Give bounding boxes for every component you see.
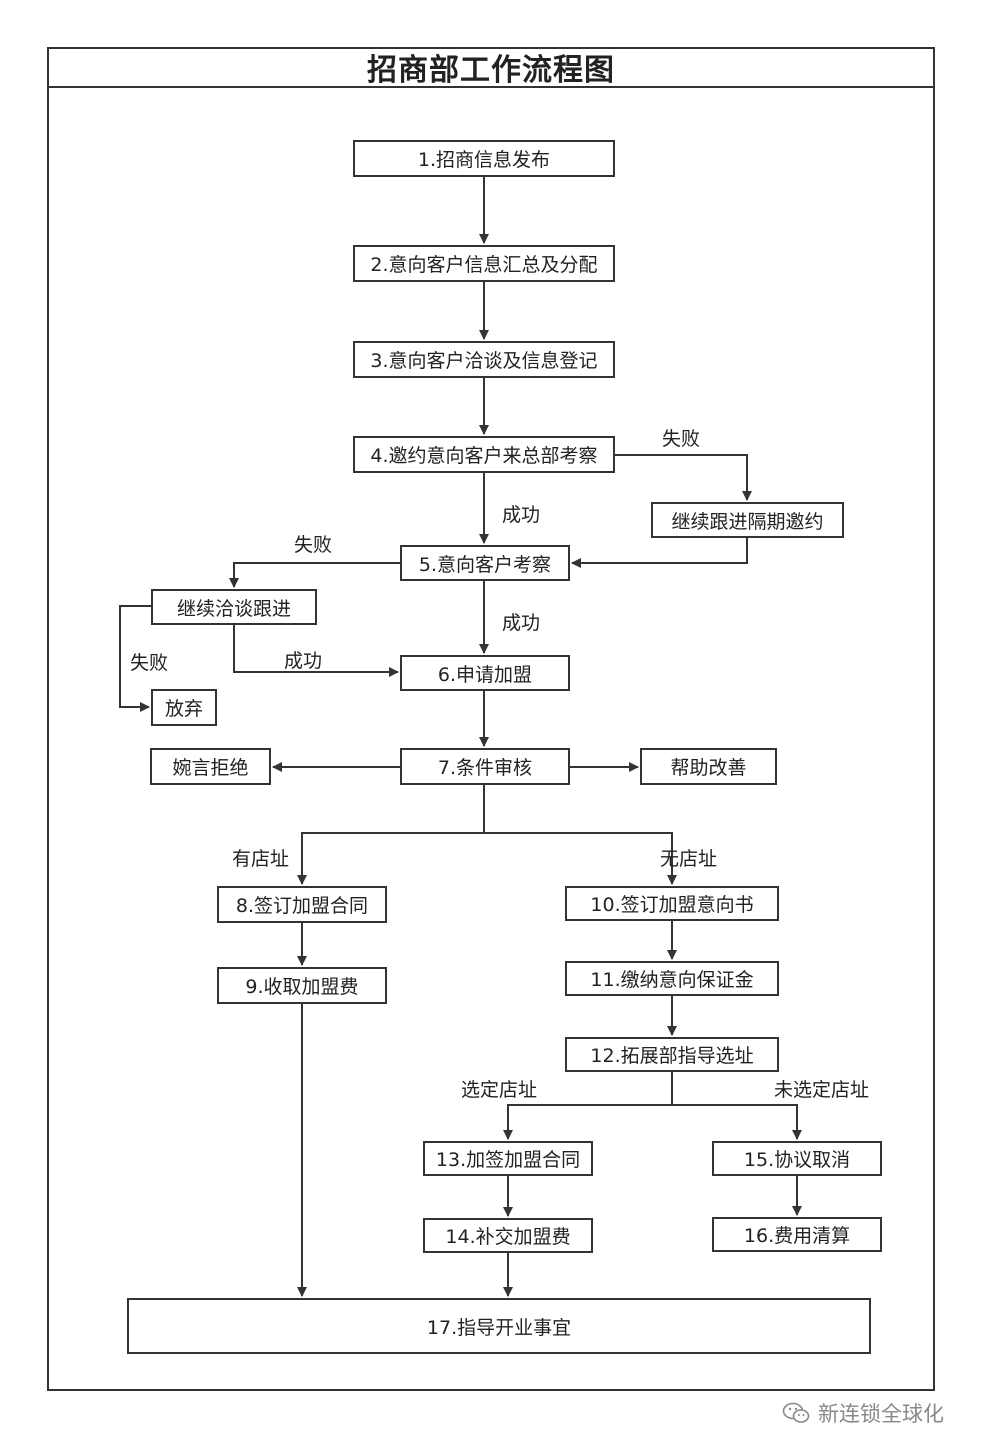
label-success-4: 成功 (502, 504, 541, 526)
arrow-talk-success-to-6 (233, 625, 399, 677)
node-followup-talk: 继续洽谈跟进 (151, 589, 317, 625)
node-reject: 婉言拒绝 (150, 748, 271, 785)
node-8-sign-contract: 8.签订加盟合同 (217, 886, 387, 923)
node-9-collect-fee: 9.收取加盟费 (217, 967, 387, 1004)
label-fail-talk: 失败 (130, 652, 169, 674)
arrow-7-to-10 (484, 832, 677, 885)
node-5-client-visit: 5.意向客户考察 (400, 545, 570, 581)
label-success-5: 成功 (502, 612, 541, 634)
node-2-client-info-summary: 2.意向客户信息汇总及分配 (353, 245, 615, 282)
node-followup-invite: 继续跟进隔期邀约 (651, 502, 844, 538)
diagram-title: 招商部工作流程图 (47, 47, 935, 88)
node-10-sign-intent: 10.签订加盟意向书 (565, 886, 779, 921)
node-7-condition-review: 7.条件审核 (400, 748, 570, 785)
diagram-frame (47, 47, 935, 1391)
label-success-talk: 成功 (284, 650, 323, 672)
arrow-12-to-13 (503, 1072, 673, 1140)
node-1-recruit-info-publish: 1.招商信息发布 (353, 140, 615, 177)
node-17-opening-guidance: 17.指导开业事宜 (127, 1298, 871, 1354)
label-fail-5: 失败 (294, 534, 333, 556)
label-site-selected: 选定店址 (461, 1079, 538, 1101)
arrow-7-to-8 (297, 785, 485, 885)
node-6-apply-franchise: 6.申请加盟 (400, 655, 570, 691)
node-13-sign-contract: 13.加签加盟合同 (423, 1141, 593, 1176)
label-fail-4: 失败 (662, 428, 701, 450)
node-giveup: 放弃 (151, 689, 217, 726)
label-site-not-selected: 未选定店址 (774, 1079, 870, 1101)
node-16-fee-settlement: 16.费用清算 (712, 1217, 882, 1252)
node-15-cancel-agreement: 15.协议取消 (712, 1141, 882, 1176)
node-11-pay-deposit: 11.缴纳意向保证金 (565, 961, 779, 996)
node-4-invite-hq-visit: 4.邀约意向客户来总部考察 (353, 436, 615, 473)
node-12-site-guidance: 12.拓展部指导选址 (565, 1037, 779, 1072)
label-no-store: 无店址 (660, 848, 718, 870)
arrow-12-to-15 (672, 1104, 802, 1140)
watermark: 新连锁全球化 (782, 1398, 944, 1428)
label-has-store: 有店址 (232, 848, 290, 870)
node-improve: 帮助改善 (640, 748, 777, 785)
wechat-icon (782, 1402, 810, 1423)
arrow-5-fail-to-talk (229, 562, 400, 588)
arrow-4-fail-to-followup (614, 454, 752, 501)
node-3-client-negotiation: 3.意向客户洽谈及信息登记 (353, 341, 615, 378)
arrow-talk-fail-to-giveup (119, 605, 151, 712)
watermark-text: 新连锁全球化 (818, 1402, 944, 1426)
node-14-pay-fee: 14.补交加盟费 (423, 1218, 593, 1253)
arrow-followup-to-5 (571, 538, 748, 568)
